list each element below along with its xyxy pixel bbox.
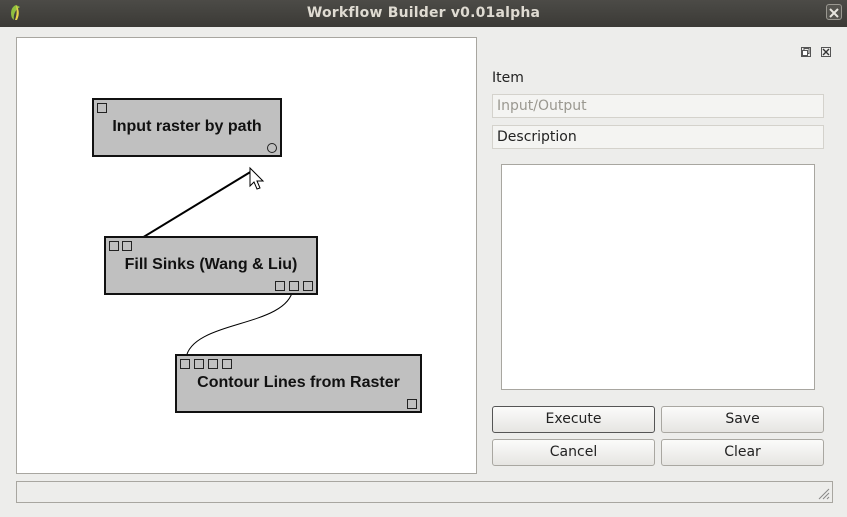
connection-fill-to-contour (185, 288, 294, 359)
window-title: Workflow Builder v0.01alpha (306, 5, 541, 21)
input-port[interactable] (194, 359, 204, 369)
input-port[interactable] (122, 241, 132, 251)
float-icon[interactable] (801, 47, 811, 57)
node-label: Fill Sinks (Wang & Liu) (124, 256, 298, 273)
item-heading: Item (492, 70, 524, 86)
connection-fill-to-input (126, 170, 253, 248)
close-dock-icon[interactable] (821, 47, 832, 57)
output-port[interactable] (267, 143, 277, 153)
save-button[interactable]: Save (661, 406, 824, 433)
description-textarea[interactable] (501, 164, 815, 390)
input-port[interactable] (222, 359, 232, 369)
node-label: Input raster by path (112, 118, 262, 135)
node-contour-lines[interactable]: Contour Lines from Raster (175, 354, 422, 413)
input-port[interactable] (180, 359, 190, 369)
qgis-icon (11, 5, 20, 20)
input-port[interactable] (208, 359, 218, 369)
cancel-button[interactable]: Cancel (492, 439, 655, 466)
description-heading: Description (492, 125, 824, 149)
output-port[interactable] (275, 281, 285, 291)
window-titlebar[interactable]: Workflow Builder v0.01alpha (0, 0, 847, 27)
output-port[interactable] (303, 281, 313, 291)
node-input-raster[interactable]: Input raster by path (92, 98, 282, 157)
close-button[interactable] (826, 4, 842, 20)
node-fill-sinks[interactable]: Fill Sinks (Wang & Liu) (104, 236, 318, 295)
mouse-cursor-icon (249, 166, 265, 190)
node-label: Contour Lines from Raster (197, 374, 400, 391)
output-port[interactable] (407, 399, 417, 409)
node-select-port[interactable] (109, 241, 119, 251)
connection-layer (126, 166, 294, 359)
status-bar (16, 481, 833, 503)
output-port[interactable] (289, 281, 299, 291)
resize-grip-icon[interactable] (816, 486, 830, 500)
item-field[interactable]: Input/Output (492, 94, 824, 118)
execute-button[interactable]: Execute (492, 406, 655, 433)
close-icon (829, 8, 839, 18)
node-select-port[interactable] (97, 103, 107, 113)
clear-button[interactable]: Clear (661, 439, 824, 466)
dock-controls (801, 42, 836, 61)
workflow-canvas[interactable]: Input raster by path Fill Sinks (Wang & … (16, 37, 477, 474)
